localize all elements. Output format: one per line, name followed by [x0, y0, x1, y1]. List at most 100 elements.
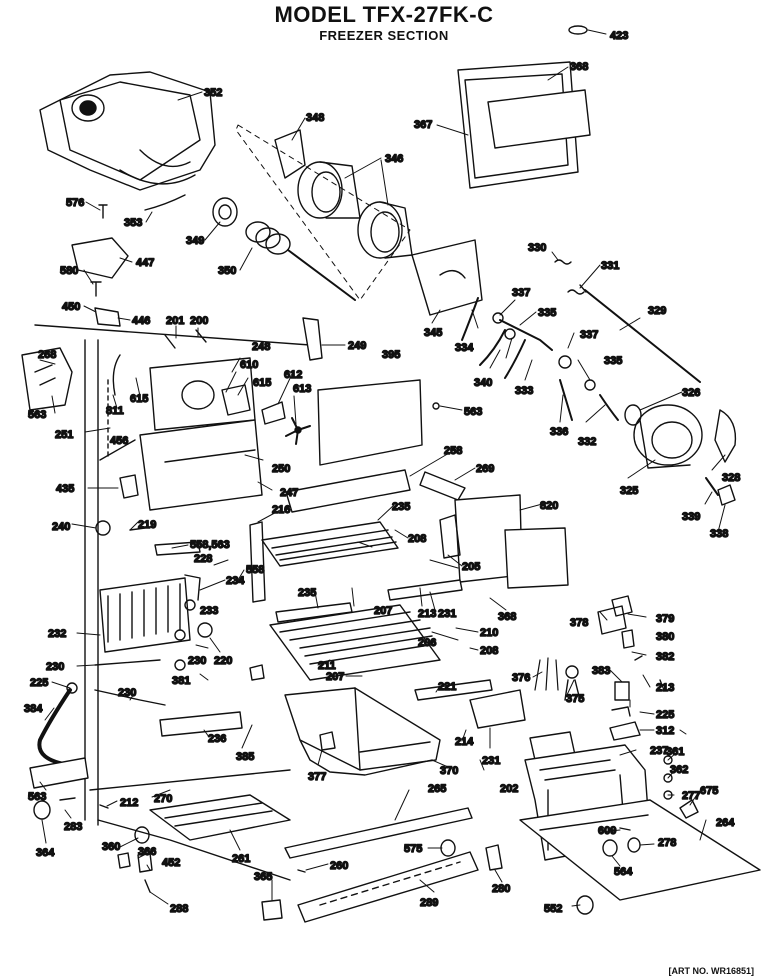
duct-panel-395	[317, 379, 423, 466]
part-label: 212	[120, 797, 138, 809]
part-label: 381	[172, 675, 190, 687]
part-label: 230	[188, 655, 206, 667]
freezer-cabinet-frame	[34, 324, 311, 881]
part-label: 333	[515, 385, 533, 397]
part-label: 580	[60, 265, 78, 277]
auger-motor-325	[633, 404, 703, 469]
part-label: 558,563	[190, 539, 230, 551]
dispenser-door-367	[457, 61, 591, 189]
part-label: 247	[280, 487, 298, 499]
drive-coupling-349	[212, 197, 238, 227]
part-label: 423	[610, 30, 628, 42]
part-label: 456	[110, 435, 128, 447]
spring-350	[245, 221, 356, 301]
part-label: 270	[154, 793, 172, 805]
part-label: 612	[284, 369, 302, 381]
part-label: 378	[570, 617, 588, 629]
back-panel-250	[139, 419, 263, 511]
part-label: 385	[236, 751, 254, 763]
part-label: 231	[482, 755, 500, 767]
part-label: 213	[418, 608, 436, 620]
part-label: 379	[656, 613, 674, 625]
part-label: 348	[306, 112, 324, 124]
part-label: 231	[438, 608, 456, 620]
fan-blade-613	[285, 417, 311, 445]
part-label: 200	[190, 315, 208, 327]
part-label: 552	[544, 903, 562, 915]
part-label: 329	[648, 305, 666, 317]
part-number-labels: 423 352 368 367 348 346 576 353 349 350 …	[23, 29, 741, 915]
part-label: 563	[464, 406, 482, 418]
drain-pan-260	[149, 794, 291, 841]
part-label: 214	[455, 736, 474, 748]
part-label: 609	[598, 825, 616, 837]
part-label: 376	[512, 672, 530, 684]
part-label: 447	[136, 257, 154, 269]
bracket-345	[411, 239, 483, 316]
part-label: 349	[186, 235, 204, 247]
part-label: 265	[428, 783, 446, 795]
part-label: 201	[166, 315, 184, 327]
part-label: 613	[293, 383, 311, 395]
part-label: 576	[66, 197, 84, 209]
part-label: 375	[566, 693, 584, 705]
part-label: 280	[492, 883, 510, 895]
part-label: 563	[28, 409, 46, 421]
part-label: 338	[710, 528, 728, 540]
rail-277	[284, 807, 473, 859]
part-label: 332	[578, 436, 596, 448]
part-label: 558	[246, 564, 264, 576]
tube-269	[419, 471, 466, 501]
part-label: 219	[138, 519, 156, 531]
part-label: 610	[240, 359, 258, 371]
part-label: 202	[500, 783, 518, 795]
part-label: 249	[348, 340, 366, 352]
part-label: 283	[64, 821, 82, 833]
part-label: 264	[716, 817, 735, 829]
part-label: 820	[540, 500, 558, 512]
part-label: 289	[420, 897, 438, 909]
part-label: 235	[298, 587, 316, 599]
cover-447	[71, 237, 129, 279]
part-label: 325	[620, 485, 638, 497]
part-label: 330	[528, 242, 546, 254]
part-label: 230	[118, 687, 136, 699]
part-label: 340	[474, 377, 492, 389]
icemaker-820	[439, 494, 569, 589]
part-label: 346	[385, 153, 403, 165]
cover-panel-360	[519, 799, 761, 901]
part-label: 206	[418, 637, 436, 649]
drain-tube-225	[37, 682, 78, 767]
auger-assembly-346	[274, 129, 413, 259]
part-label: 268	[38, 349, 56, 361]
part-label: 235	[392, 501, 410, 513]
part-label: 312	[656, 725, 674, 737]
part-label: 233	[200, 605, 218, 617]
part-label: 368	[570, 61, 588, 73]
part-label: 675	[700, 785, 718, 797]
part-label: 384	[24, 703, 43, 715]
part-label: 326	[682, 387, 700, 399]
part-label: 383	[592, 665, 610, 677]
part-label: 360	[102, 841, 120, 853]
part-label: 336	[550, 426, 568, 438]
leader-lines	[39, 29, 726, 907]
part-label: 228	[194, 553, 212, 565]
part-label: 353	[124, 217, 142, 229]
part-label: 277	[682, 790, 700, 802]
bearing-326	[624, 404, 642, 426]
part-label: 331	[601, 260, 619, 272]
part-label: 278	[658, 837, 676, 849]
part-label: 208	[408, 533, 426, 545]
part-label: 335	[604, 355, 622, 367]
part-label: 452	[162, 857, 180, 869]
freezer-bin-211	[284, 687, 441, 776]
part-label: 365	[254, 871, 272, 883]
part-label: 615	[253, 377, 271, 389]
part-label: 395	[382, 349, 400, 361]
part-label: 205	[462, 561, 480, 573]
part-label: 221	[438, 681, 456, 693]
part-label: 334	[455, 342, 474, 354]
evaporator-cover-248	[112, 354, 256, 431]
part-label: 260	[330, 860, 348, 872]
